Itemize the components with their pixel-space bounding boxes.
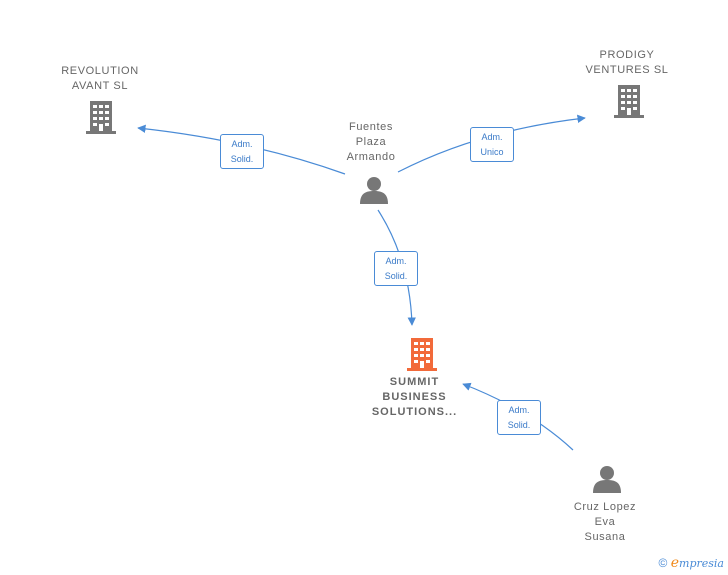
empresia-logo-text: mpresia — [679, 557, 724, 570]
building-icon[interactable] — [614, 85, 644, 118]
node-prodigy-ventures[interactable]: PRODIGY VENTURES SL — [585, 49, 669, 76]
node-fuentes-plaza[interactable]: Fuentes Plaza Armando — [346, 121, 396, 163]
edge-badge-adm-solid: Adm. Solid. — [220, 134, 264, 169]
building-icon[interactable] — [407, 338, 437, 371]
building-icon[interactable] — [86, 101, 116, 134]
node-summit-business[interactable]: SUMMIT BUSINESS SOLUTIONS... — [371, 376, 458, 418]
edge-badge-adm-unico: Adm. Unico — [470, 127, 514, 162]
person-icon[interactable] — [360, 177, 388, 204]
node-revolution-avant[interactable]: REVOLUTION AVANT SL — [61, 65, 139, 92]
person-icon[interactable] — [593, 466, 621, 493]
empresia-footer[interactable]: © empresia — [659, 555, 724, 571]
node-cruz-lopez[interactable]: Cruz Lopez Eva Susana — [573, 501, 637, 543]
empresia-logo-e: e — [670, 555, 680, 571]
edge-badge-adm-solid: Adm. Solid. — [497, 400, 541, 435]
edge-badge-adm-solid: Adm. Solid. — [374, 251, 418, 286]
copyright-icon: © — [658, 556, 668, 570]
